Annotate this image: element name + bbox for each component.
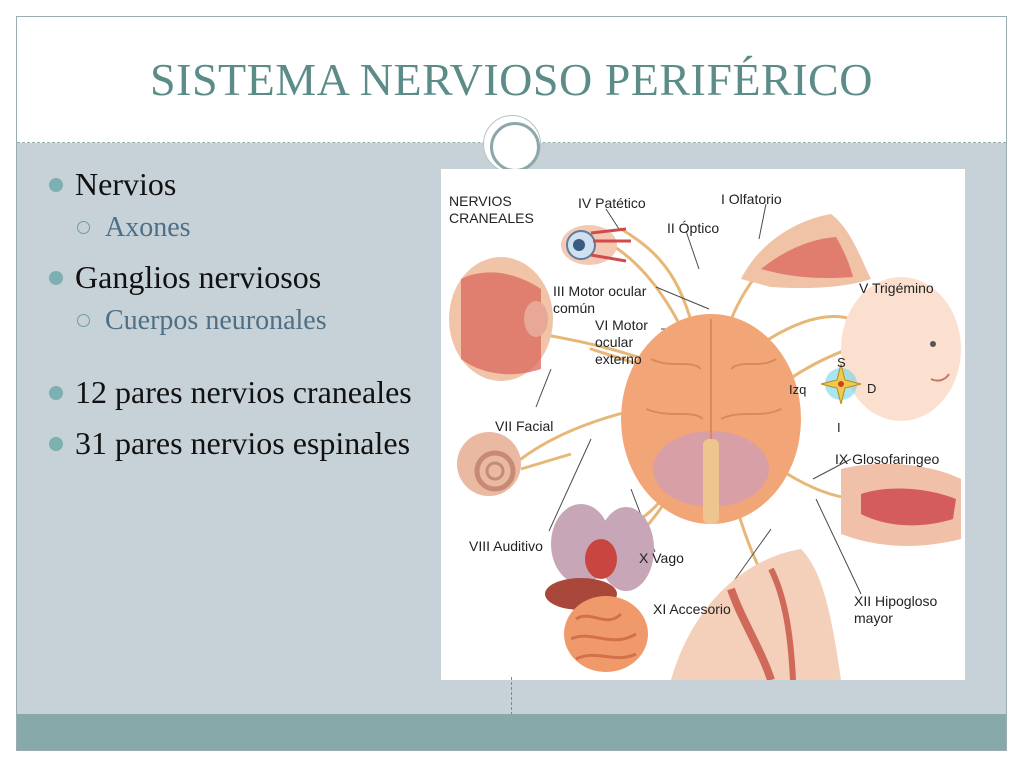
bullet-craneales: 12 pares nervios craneales [47,371,427,414]
subbullet-axones: Axones [47,208,427,248]
bullet-espinales: 31 pares nervios espinales [47,422,427,465]
label-iv-patetico: IV Patético [578,195,646,211]
compass-label-west: Izq [789,382,807,397]
compass-label-east: D [867,381,877,396]
figure-heading-line1: NERVIOS [449,193,512,209]
bullet-text: Ganglios nerviosos [75,259,322,295]
compass-label-north: S [837,355,846,370]
label-i-olfatorio: I Olfatorio [721,191,782,207]
subbullet-text: Axones [105,212,191,243]
bullet-list: Nervios Axones Ganglios nerviosos Cuerpo… [47,163,427,465]
label-vi-line2: ocular [595,334,634,350]
throat-illustration [841,463,961,546]
label-viii-auditivo: VIII Auditivo [469,538,543,554]
subbullet-ring-icon [77,221,90,234]
dashed-divider [511,677,512,715]
figure-heading-line2: CRANEALES [449,210,534,226]
bullet-nervios: Nervios [47,163,427,206]
bottom-bar [17,714,1006,750]
label-xii-line2: mayor [854,610,893,626]
title-ring-ornament [483,115,541,173]
label-ii-optico: II Óptico [667,220,720,236]
bullet-dot-icon [49,271,63,285]
label-xii-line1: XII Hipogloso [854,593,938,609]
face-left-illustration [449,257,553,381]
cranial-nerves-figure: NERVIOS CRANEALES IV Patético I Olfatori… [441,169,965,682]
face-right-illustration [841,277,961,421]
brain-illustration [621,314,801,524]
subbullet-cuerpos: Cuerpos neuronales [47,301,427,341]
compass-label-south: I [837,420,841,435]
label-x-vago: X Vago [639,550,684,566]
label-iii-line1: III Motor ocular [553,283,647,299]
label-vi-line3: externo [595,351,642,367]
eye-illustration [561,225,631,265]
label-iii-line2: común [553,300,596,316]
neck-illustration [671,549,841,682]
label-v-trigemino: V Trigémino [859,280,934,296]
nose-illustration [741,214,871,289]
bullet-text: Nervios [75,166,177,202]
bullet-text: 12 pares nervios craneales [75,374,412,410]
slide-title: SISTEMA NERVIOSO PERIFÉRICO [150,54,873,105]
bullet-dot-icon [49,178,63,192]
slide-frame: SISTEMA NERVIOSO PERIFÉRICO Nervios Axon… [16,16,1007,751]
subbullet-ring-icon [77,314,90,327]
cranial-nerves-illustration [449,203,961,682]
organs-illustration [545,504,654,672]
label-vii-facial: VII Facial [495,418,554,434]
bullet-text: 31 pares nervios espinales [75,425,411,461]
ear-illustration [457,432,572,496]
label-ix-glosofaringeo: IX Glosofaringeo [835,451,940,467]
compass-icon [820,363,862,405]
label-xi-accesorio: XI Accesorio [653,601,731,617]
label-vi-line1: VI Motor [595,317,648,333]
bullet-ganglios: Ganglios nerviosos [47,256,427,299]
subbullet-text: Cuerpos neuronales [105,305,327,336]
bullet-dot-icon [49,437,63,451]
bullet-dot-icon [49,386,63,400]
